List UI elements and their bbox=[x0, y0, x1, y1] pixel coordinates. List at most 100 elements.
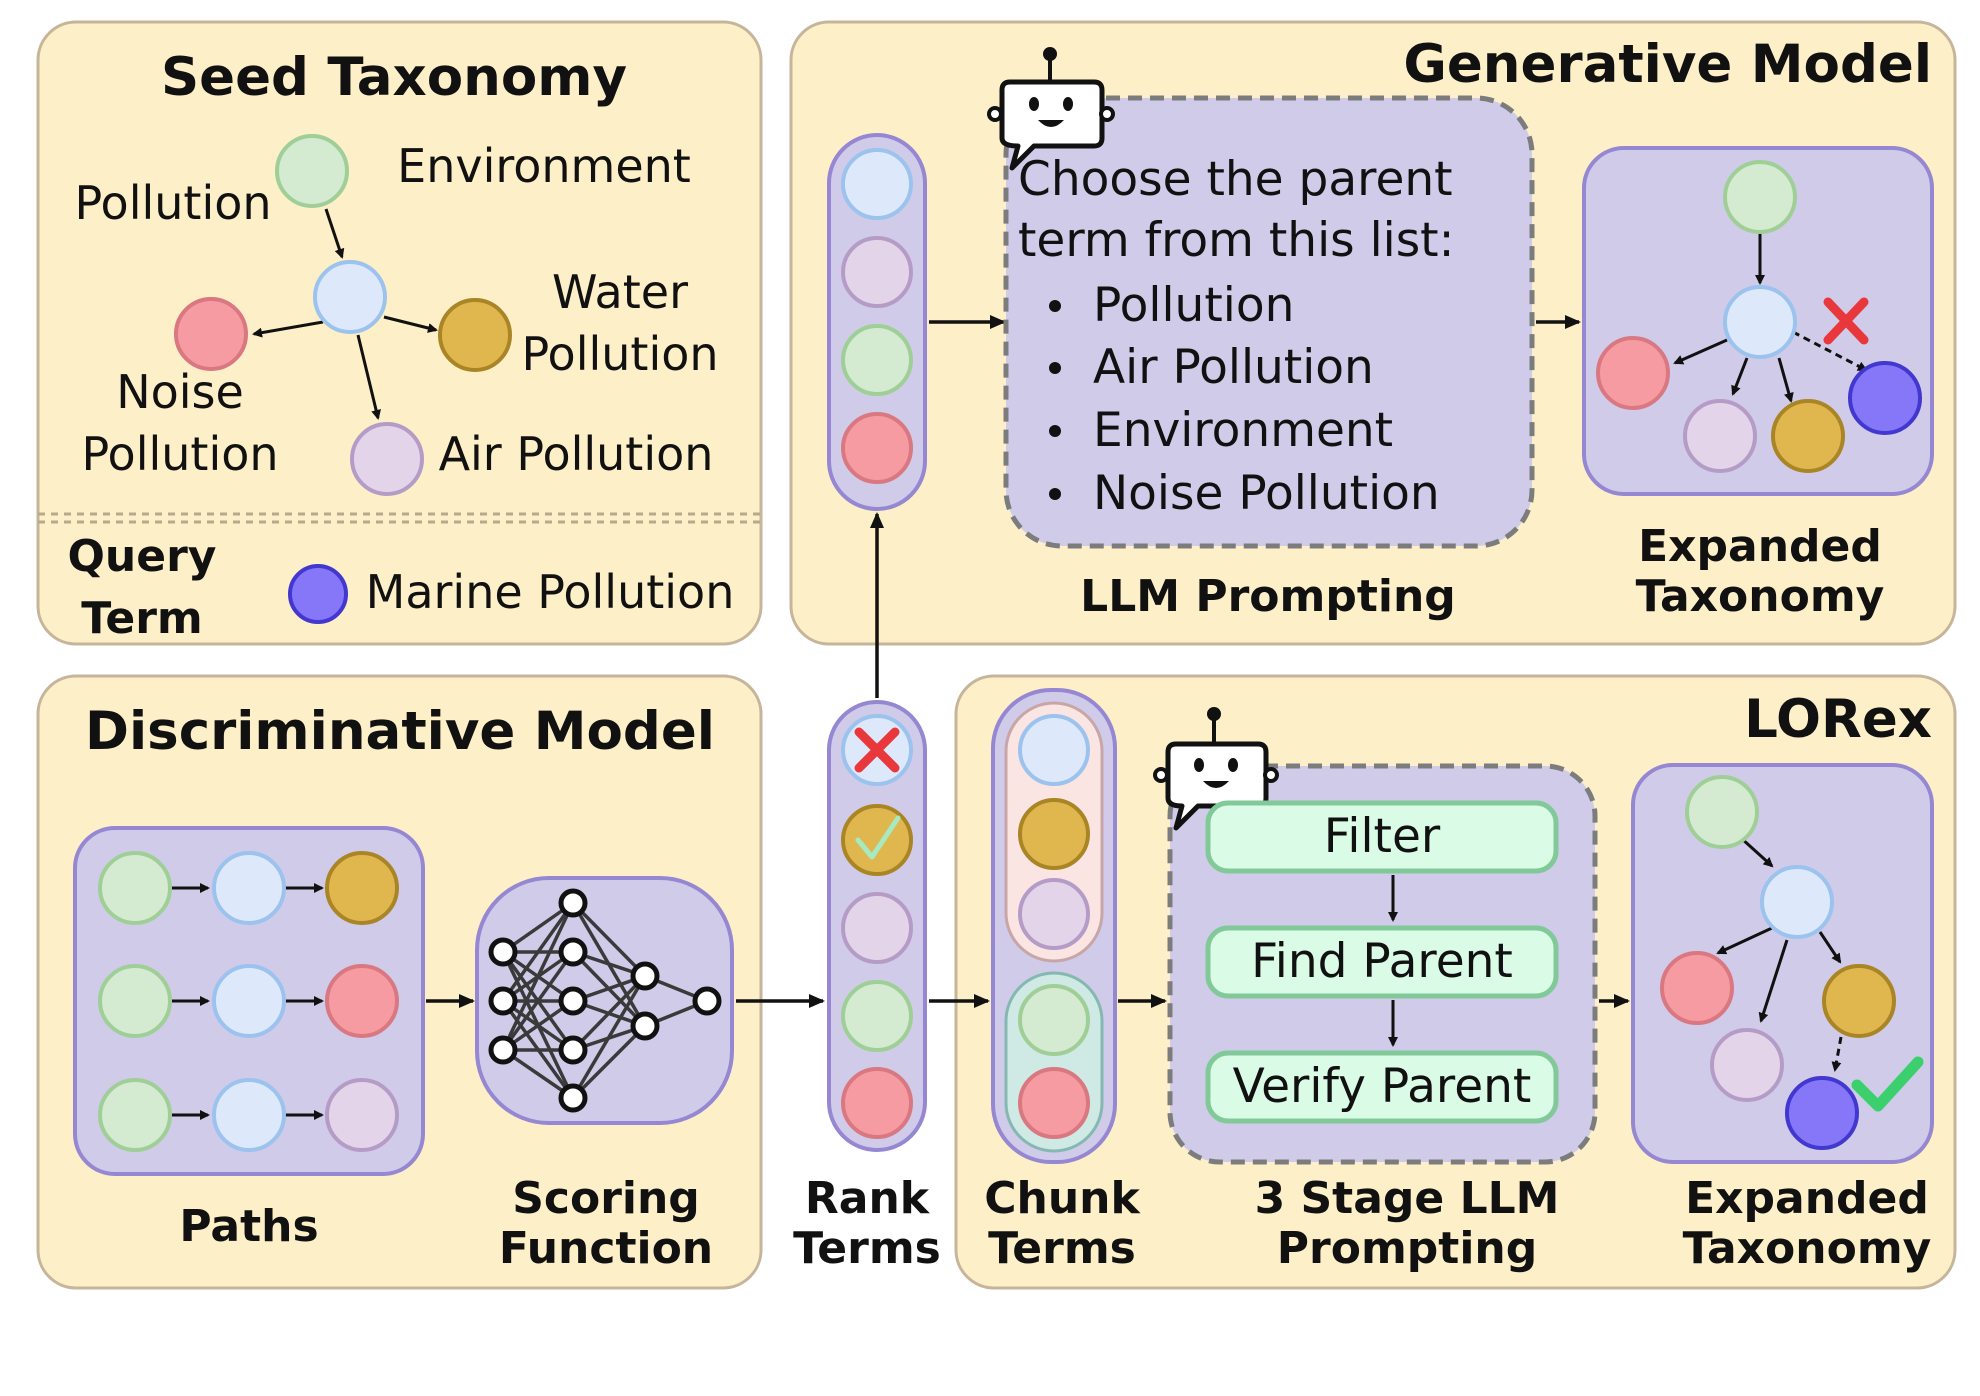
rank-green-node bbox=[841, 980, 913, 1052]
scoring-caption-2: Function bbox=[499, 1223, 713, 1274]
column-blue-node bbox=[841, 148, 913, 220]
marine-pollution-label: Marine Pollution bbox=[366, 565, 735, 619]
path-node bbox=[325, 851, 399, 925]
rank-terms-column: Rank Terms bbox=[793, 512, 941, 1274]
nn-edge bbox=[501, 950, 575, 1052]
generative-model-panel: Generative Model Choose the parent term … bbox=[789, 20, 1957, 646]
nn-neuron bbox=[488, 1035, 518, 1065]
bullet-icon bbox=[1049, 425, 1061, 437]
scoring-caption-1: Scoring bbox=[512, 1173, 700, 1224]
prompt-option-4: Noise Pollution bbox=[1093, 466, 1440, 521]
filter-stage bbox=[1205, 800, 1559, 874]
cross-icon bbox=[854, 727, 900, 773]
gen-marine-node bbox=[1848, 361, 1922, 435]
nn-edge bbox=[501, 901, 575, 1003]
stage-caption-2: Prompting bbox=[1277, 1223, 1537, 1274]
environment-label: Environment bbox=[397, 139, 691, 193]
bullet-icon bbox=[1049, 300, 1061, 312]
nn-edge bbox=[571, 901, 647, 978]
nn-edge bbox=[571, 974, 647, 1052]
nn-neuron bbox=[630, 961, 660, 991]
chunk-label-2: Terms bbox=[988, 1223, 1136, 1274]
cross-icon bbox=[1823, 297, 1869, 345]
air-pollution-label: Air Pollution bbox=[439, 427, 714, 481]
gen-gold-node bbox=[1771, 399, 1845, 473]
rank-label-1: Rank bbox=[805, 1173, 931, 1224]
chunk-lilac-node bbox=[1018, 878, 1090, 950]
filter-stage-label: Filter bbox=[1324, 809, 1441, 864]
rank-lilac-node bbox=[841, 892, 913, 964]
noise-label: Noise bbox=[116, 365, 244, 419]
rank-label-2: Terms bbox=[793, 1223, 941, 1274]
lorex-pollution-node bbox=[1760, 865, 1834, 939]
nn-edge bbox=[501, 902, 575, 1051]
water-pollution-node bbox=[438, 298, 512, 372]
bullet-icon bbox=[1049, 362, 1061, 374]
lorex-lilac-node bbox=[1710, 1028, 1784, 1102]
prompt-option-1: Pollution bbox=[1093, 278, 1294, 333]
column-red-node bbox=[841, 412, 913, 484]
chunk-gold-node bbox=[1018, 798, 1090, 870]
prompt-line-2: term from this list: bbox=[1018, 213, 1454, 268]
nn-neuron bbox=[558, 1035, 588, 1065]
nn-neuron bbox=[692, 986, 722, 1016]
check-icon bbox=[1851, 1056, 1924, 1112]
verify-parent-stage bbox=[1205, 1050, 1559, 1124]
stage-caption-1: 3 Stage LLM bbox=[1255, 1173, 1560, 1224]
prompt-line-1: Choose the parent bbox=[1018, 152, 1453, 207]
lorex-red-node bbox=[1660, 951, 1734, 1025]
rank-red-node bbox=[841, 1067, 913, 1139]
path-node bbox=[325, 1078, 399, 1152]
robot-icon bbox=[1153, 707, 1279, 831]
pollution-label: Pollution bbox=[74, 176, 271, 230]
neural-network-icon bbox=[488, 888, 722, 1113]
nn-neuron bbox=[488, 986, 518, 1016]
query-label: Query bbox=[68, 531, 217, 582]
chunk-green-node bbox=[1018, 984, 1090, 1056]
gen-root-node bbox=[1723, 160, 1797, 234]
term-label: Term bbox=[81, 593, 203, 644]
verify-parent-stage-label: Verify Parent bbox=[1233, 1059, 1532, 1114]
lorex-title: LORex bbox=[1744, 689, 1932, 750]
generative-expanded-label-2: Taxonomy bbox=[1636, 571, 1885, 622]
llm-prompting-caption: LLM Prompting bbox=[1080, 571, 1456, 622]
scoring-function-box bbox=[475, 876, 734, 1125]
nn-neuron bbox=[558, 937, 588, 967]
lorex-expanded-label-1: Expanded bbox=[1685, 1173, 1929, 1224]
marine-pollution-node bbox=[288, 564, 348, 624]
check-outline-icon bbox=[855, 815, 901, 860]
path-node bbox=[98, 964, 172, 1038]
nn-neuron bbox=[558, 986, 588, 1016]
generative-expanded-label-1: Expanded bbox=[1638, 521, 1882, 572]
lorex-marine-node bbox=[1785, 1076, 1859, 1150]
nn-neuron bbox=[558, 1083, 588, 1113]
path-node bbox=[212, 851, 286, 925]
noise-pollution-node bbox=[174, 297, 248, 371]
find-parent-stage-label: Find Parent bbox=[1251, 934, 1513, 989]
pollution-node bbox=[313, 260, 387, 334]
gen-lilac-node bbox=[1683, 399, 1757, 473]
nn-neuron bbox=[558, 888, 588, 918]
path-node bbox=[212, 964, 286, 1038]
chunk-label-1: Chunk bbox=[984, 1173, 1141, 1224]
nn-neuron bbox=[488, 937, 518, 967]
chunk-blue-node bbox=[1018, 714, 1090, 786]
prompt-option-3: Environment bbox=[1093, 403, 1393, 458]
path-node bbox=[98, 851, 172, 925]
lorex-root-node bbox=[1685, 775, 1759, 849]
column-lilac-node bbox=[841, 236, 913, 308]
water-pollution-label: Pollution bbox=[521, 327, 718, 381]
discriminative-model-title: Discriminative Model bbox=[85, 701, 715, 762]
discriminative-model-panel: Discriminative Model Paths Scoring Funct… bbox=[36, 674, 825, 1290]
column-green-node bbox=[841, 324, 913, 396]
nn-neuron bbox=[630, 1011, 660, 1041]
chunk-red-node bbox=[1018, 1067, 1090, 1139]
lorex-expanded-label-2: Taxonomy bbox=[1683, 1223, 1932, 1274]
llm-prompt-box bbox=[1003, 95, 1535, 549]
generative-term-column bbox=[827, 133, 927, 511]
prompt-option-2: Air Pollution bbox=[1093, 340, 1374, 395]
water-label: Water bbox=[552, 265, 688, 319]
path-node bbox=[212, 1078, 286, 1152]
environment-node bbox=[275, 134, 349, 208]
gen-red-node bbox=[1596, 336, 1670, 410]
